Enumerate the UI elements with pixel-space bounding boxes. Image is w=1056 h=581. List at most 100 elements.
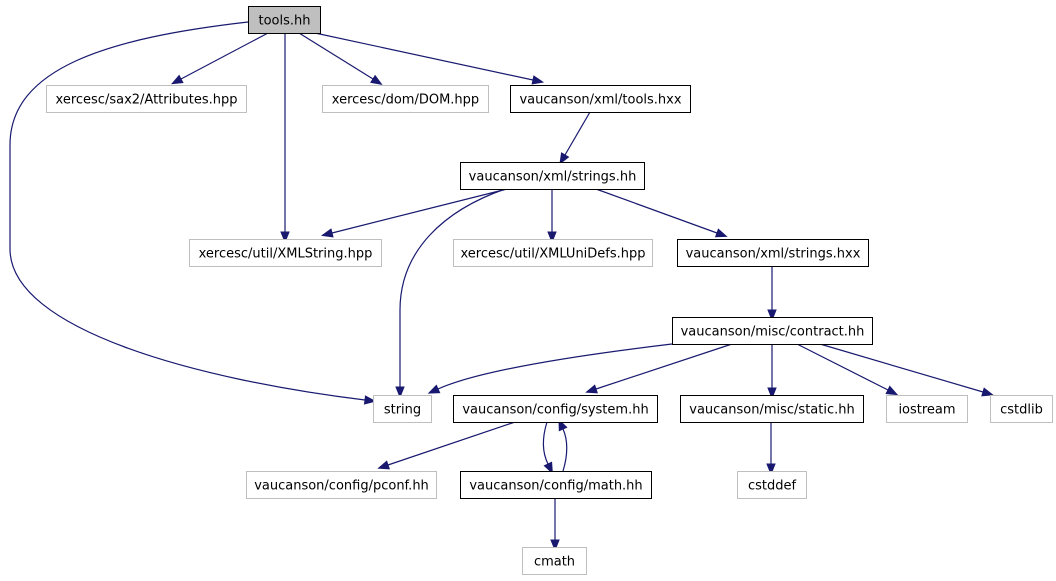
edge-config_math-to-config_system	[558, 418, 568, 472]
edge-tools_hh-to-dom_dom	[298, 32, 383, 85]
edge-xml_strings_hh-to-xml_strings_hxx	[595, 188, 728, 238]
edge-arrowhead	[559, 152, 570, 165]
edge-line	[542, 421, 549, 465]
node-box	[522, 547, 587, 575]
edge-tools_hh-to-sax2_attributes	[170, 32, 269, 85]
node-label: xercesc/sax2/Attributes.hpp	[56, 93, 238, 108]
node-box	[672, 317, 873, 345]
node-label: string	[384, 403, 421, 418]
node-xml_tools_hxx[interactable]: vaucanson/xml/tools.hxx	[510, 85, 691, 113]
edge-arrowhead	[767, 309, 777, 322]
nodes-layer: tools.hh xercesc/sax2/Attributes.hpp xerce…	[46, 6, 1053, 575]
node-misc_contract[interactable]: vaucanson/misc/contract.hh	[672, 317, 873, 345]
node-box	[246, 471, 437, 499]
edge-arrowhead	[427, 384, 441, 394]
edge-xml_strings_hh-to-util_xmlunidefs	[547, 189, 557, 244]
node-config_pconf[interactable]: vaucanson/config/pconf.hh	[246, 471, 437, 499]
node-label: vaucanson/config/math.hh	[469, 479, 642, 494]
node-box	[680, 395, 864, 423]
edge-arrowhead	[981, 387, 994, 397]
node-box	[460, 162, 645, 190]
node-box	[248, 6, 321, 34]
node-box	[373, 395, 432, 423]
edge-misc_contract-to-string	[427, 343, 673, 394]
node-util_xmlunidefs[interactable]: xercesc/util/XMLUniDefs.hpp	[453, 239, 653, 267]
node-label: vaucanson/misc/static.hh	[689, 403, 854, 418]
node-label: xercesc/util/XMLString.hpp	[199, 247, 373, 262]
edge-line	[387, 421, 516, 466]
node-label: vaucanson/xml/tools.hxx	[519, 93, 681, 108]
edge-line	[180, 32, 269, 80]
node-box	[737, 471, 807, 499]
node-cstdlib[interactable]: cstdlib	[990, 395, 1053, 423]
edge-arrowhead	[767, 387, 777, 400]
edge-line	[595, 188, 718, 234]
node-label: cstddef	[748, 479, 797, 494]
node-box	[189, 239, 382, 267]
edge-arrowhead	[320, 228, 334, 238]
node-box	[510, 85, 691, 113]
edge-line	[595, 343, 733, 390]
node-string[interactable]: string	[373, 395, 432, 423]
edge-line	[564, 111, 591, 156]
node-box	[453, 239, 653, 267]
edge-xml_strings_hxx-to-misc_contract	[767, 266, 777, 322]
node-label: vaucanson/xml/strings.hh	[469, 170, 637, 185]
node-cmath[interactable]: cmath	[522, 547, 587, 575]
edge-arrowhead	[547, 231, 557, 244]
node-label: iostream	[898, 403, 955, 418]
edge-arrowhead	[531, 75, 545, 85]
node-box	[453, 395, 658, 423]
node-xml_strings_hh[interactable]: vaucanson/xml/strings.hh	[460, 162, 645, 190]
edge-arrowhead	[550, 539, 560, 552]
edges-layer	[9, 21, 994, 552]
node-box	[677, 239, 869, 267]
edge-misc_contract-to-iostream	[796, 343, 899, 396]
node-cstddef[interactable]: cstddef	[737, 471, 807, 499]
node-dom_dom[interactable]: xercesc/dom/DOM.hpp	[322, 85, 489, 113]
node-box	[886, 395, 968, 423]
edge-line	[331, 188, 508, 234]
edge-misc_contract-to-misc_static	[767, 344, 777, 400]
node-iostream[interactable]: iostream	[886, 395, 968, 423]
edge-line	[399, 188, 506, 387]
node-util_xmlstring[interactable]: xercesc/util/XMLString.hpp	[189, 239, 382, 267]
node-box	[322, 85, 489, 113]
node-config_math[interactable]: vaucanson/config/math.hh	[460, 471, 652, 499]
edge-misc_static-to-cstddef	[766, 422, 776, 476]
edge-line	[9, 21, 366, 401]
edge-arrowhead	[280, 231, 290, 244]
edge-arrowhead	[377, 460, 390, 470]
edge-arrowhead	[585, 384, 598, 394]
node-misc_static[interactable]: vaucanson/misc/static.hh	[680, 395, 864, 423]
edge-config_system-to-config_pconf	[377, 421, 516, 470]
node-sax2_attributes[interactable]: xercesc/sax2/Attributes.hpp	[46, 85, 247, 113]
edge-arrowhead	[766, 463, 776, 476]
node-label: xercesc/util/XMLUniDefs.hpp	[460, 247, 645, 262]
edge-line	[314, 32, 534, 81]
edge-tools_hh-to-string	[9, 21, 377, 405]
node-xml_strings_hxx[interactable]: vaucanson/xml/strings.hxx	[677, 239, 869, 267]
node-box	[460, 471, 652, 499]
node-label: cstdlib	[1000, 403, 1043, 418]
edge-xml_strings_hh-to-string	[395, 188, 506, 399]
edge-arrowhead	[370, 74, 383, 85]
node-label: cmath	[534, 555, 575, 570]
edge-misc_contract-to-cstdlib	[819, 343, 994, 397]
node-label: vaucanson/xml/strings.hxx	[686, 247, 861, 262]
node-box	[990, 395, 1053, 423]
edge-config_math-to-cmath	[550, 498, 560, 552]
edge-tools_hh-to-xml_tools_hxx	[314, 32, 545, 85]
node-label: xercesc/dom/DOM.hpp	[332, 93, 479, 108]
node-label: vaucanson/config/pconf.hh	[254, 479, 429, 494]
edge-line	[796, 343, 889, 391]
node-tools_hh[interactable]: tools.hh	[248, 6, 321, 34]
edge-xml_tools_hxx-to-xml_strings_hh	[559, 111, 591, 165]
edge-arrowhead	[170, 74, 184, 85]
node-label: vaucanson/config/system.hh	[462, 403, 648, 418]
edge-arrowhead	[885, 385, 899, 396]
edge-line	[298, 32, 374, 80]
node-config_system[interactable]: vaucanson/config/system.hh	[453, 395, 658, 423]
edge-arrowhead	[395, 386, 405, 399]
